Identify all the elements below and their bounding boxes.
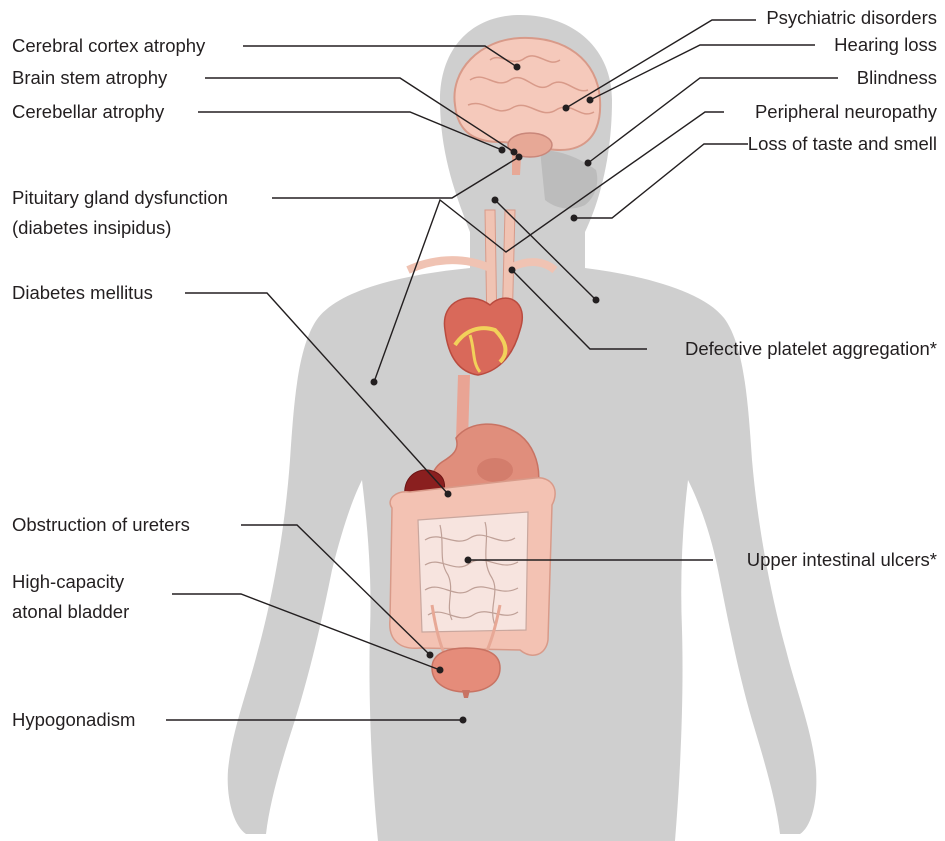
label-ureters: Obstruction of ureters bbox=[12, 513, 190, 537]
label-hypogonadism: Hypogonadism bbox=[12, 708, 135, 732]
label-cerebellar: Cerebellar atrophy bbox=[12, 100, 164, 124]
label-pituitary-line2: (diabetes insipidus) bbox=[12, 216, 171, 240]
label-platelet: Defective platelet aggregation* bbox=[685, 337, 937, 361]
label-diabetes-mellitus: Diabetes mellitus bbox=[12, 281, 153, 305]
large-intestine bbox=[390, 478, 555, 655]
label-pituitary-line1: Pituitary gland dysfunction bbox=[12, 186, 228, 210]
label-blindness: Blindness bbox=[857, 66, 937, 90]
label-ulcers: Upper intestinal ulcers* bbox=[747, 548, 937, 572]
label-bladder-line2: atonal bladder bbox=[12, 600, 129, 624]
label-brain-stem: Brain stem atrophy bbox=[12, 66, 167, 90]
label-neuropathy: Peripheral neuropathy bbox=[755, 100, 937, 124]
label-bladder-line1: High-capacity bbox=[12, 570, 124, 594]
label-psychiatric: Psychiatric disorders bbox=[766, 6, 937, 30]
label-hearing: Hearing loss bbox=[834, 33, 937, 57]
label-cerebral-cortex: Cerebral cortex atrophy bbox=[12, 34, 205, 58]
label-taste-smell: Loss of taste and smell bbox=[748, 132, 937, 156]
